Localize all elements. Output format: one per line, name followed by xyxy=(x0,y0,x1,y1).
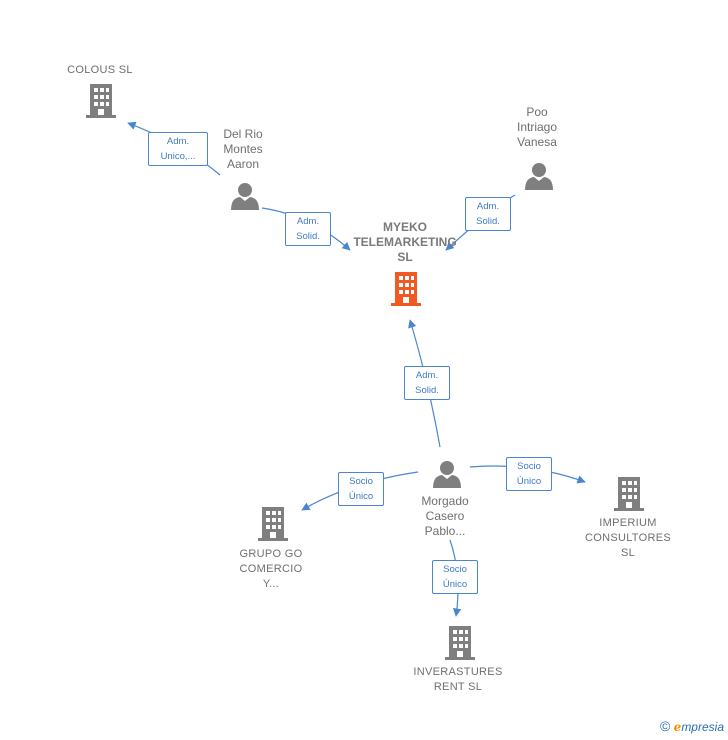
building-icon-colous xyxy=(86,84,116,118)
copyright-symbol: © xyxy=(660,718,671,734)
logo-e-letter: e xyxy=(673,720,682,734)
edge-label-morgado-imperium: Socio Único xyxy=(506,457,552,491)
person-icon-morgado xyxy=(433,461,461,488)
building-icon-myeko xyxy=(391,272,421,306)
node-label-colous[interactable]: COLOUS SL xyxy=(67,64,133,76)
node-label-inverastures[interactable]: INVERASTURES RENT SL xyxy=(413,666,503,693)
node-label-imperium[interactable]: IMPERIUM CONSULTORES SL xyxy=(584,517,672,559)
node-label-del-rio[interactable]: Del Rio Montes Aaron xyxy=(223,127,263,171)
edge-label-delrio-colous: Adm. Unico,... xyxy=(148,132,208,166)
node-label-morgado[interactable]: Morgado Casero Pablo... xyxy=(421,494,469,538)
node-label-myeko[interactable]: MYEKO TELEMARKETING SL xyxy=(353,220,457,264)
node-label-grupo-go[interactable]: GRUPO GO COMERCIO Y... xyxy=(239,548,303,590)
edge-label-morgado-myeko: Adm. Solid. xyxy=(404,366,450,400)
logo-text: mpresia xyxy=(681,720,724,734)
edge-label-poo-myeko: Adm. Solid. xyxy=(465,197,511,231)
person-icon-poo xyxy=(525,163,553,190)
node-label-poo[interactable]: Poo Intriago Vanesa xyxy=(516,105,558,149)
person-icon-del-rio xyxy=(231,183,259,210)
edge-label-morgado-inverastures: Socio Único xyxy=(432,560,478,594)
edge-label-morgado-grupo: Socio Único xyxy=(338,472,384,506)
building-icon-inverastures xyxy=(445,626,475,660)
edge-label-delrio-myeko: Adm. Solid. xyxy=(285,212,331,246)
building-icon-imperium xyxy=(614,477,644,511)
empresia-logo[interactable]: © empresia xyxy=(660,718,724,734)
building-icon-grupo-go xyxy=(258,507,288,541)
